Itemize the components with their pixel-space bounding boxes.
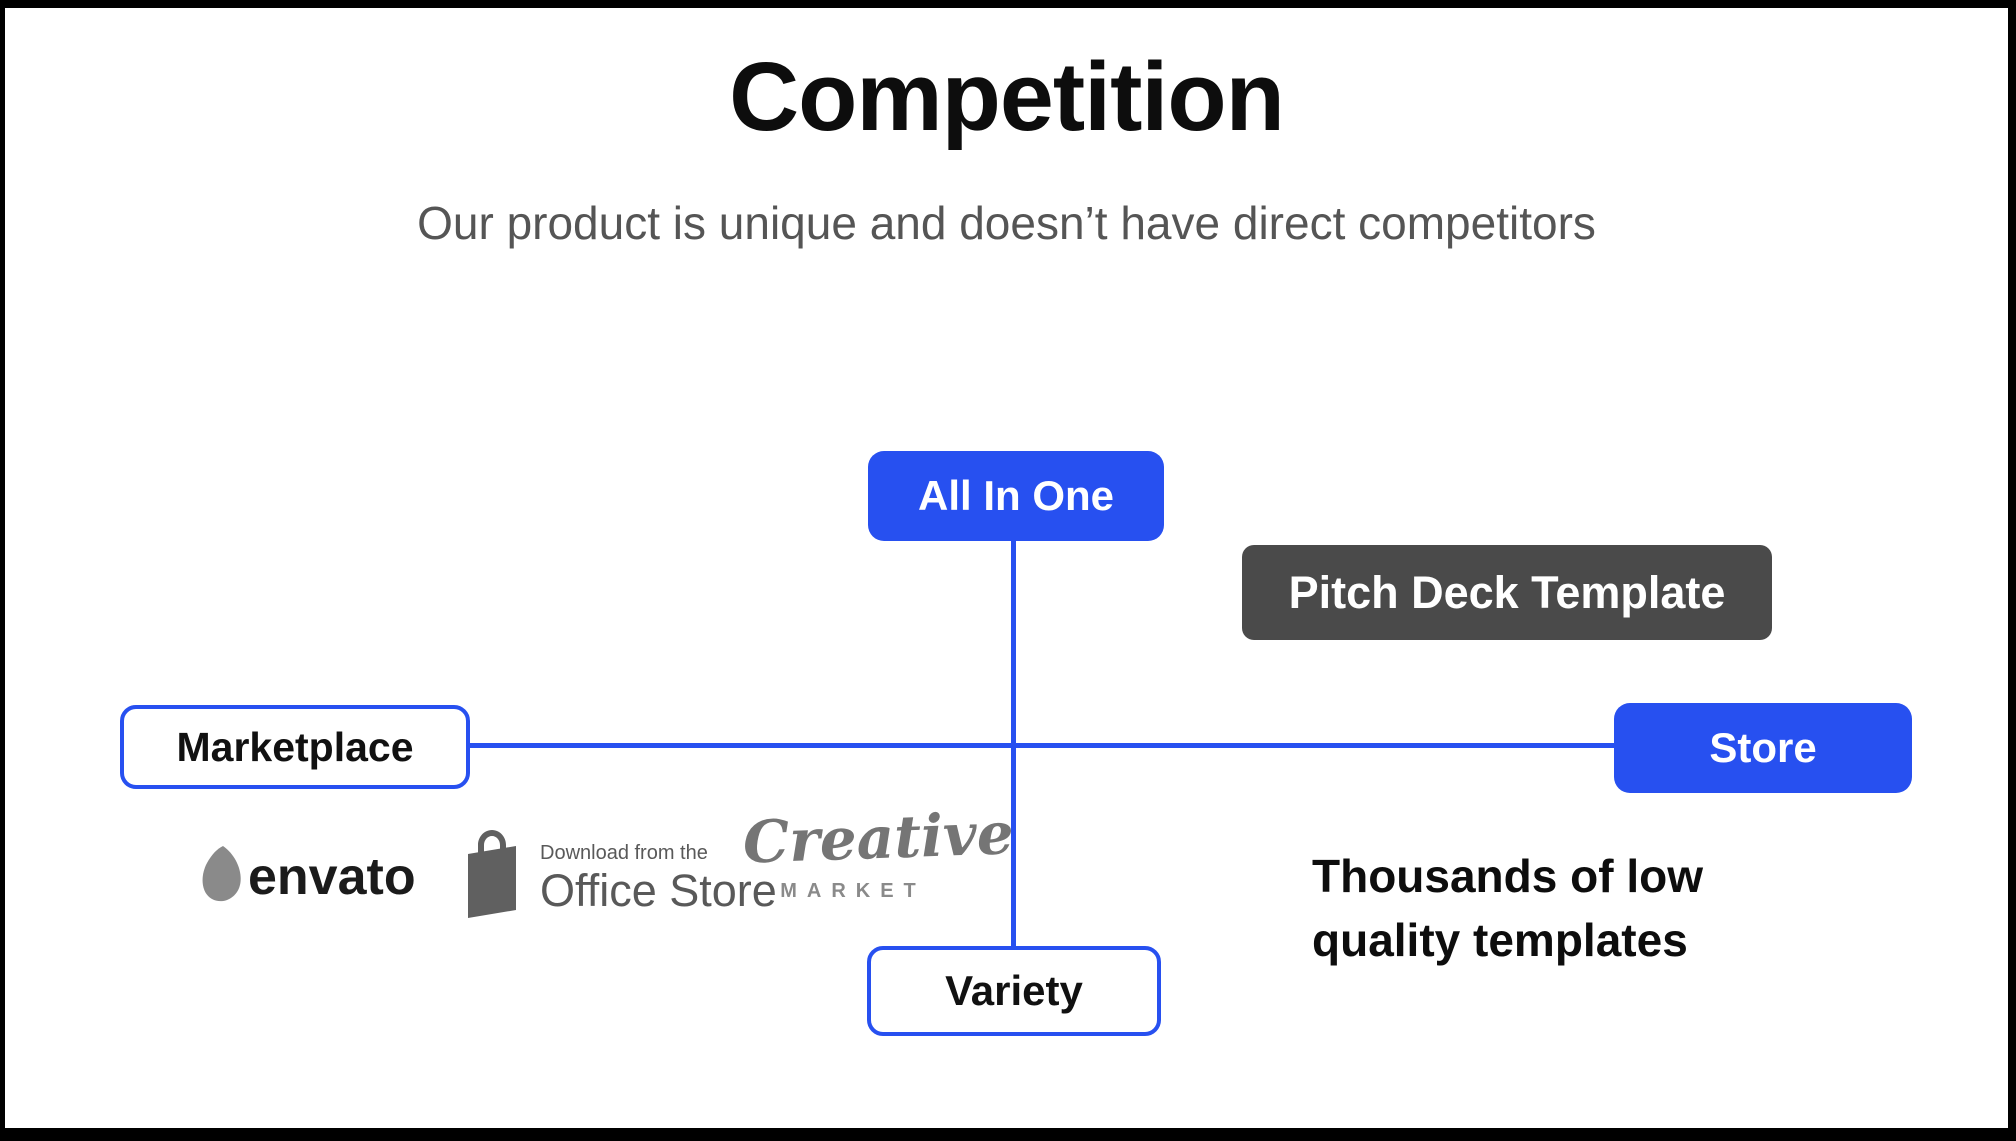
page-title: Competition — [729, 42, 1285, 151]
slide-canvas: Competition Our product is unique and do… — [5, 8, 2008, 1128]
axis-left-label: Marketplace — [176, 723, 414, 770]
envato-wordmark: envato — [248, 847, 416, 906]
office-store-text: Download from the Office Store — [540, 828, 777, 916]
axis-bottom-box: Variety — [867, 946, 1161, 1036]
envato-leaf-icon — [200, 844, 248, 909]
axis-right-box: Store — [1614, 703, 1912, 793]
shopping-bag-icon — [460, 828, 524, 925]
creative-market-script: Creative — [741, 799, 1015, 877]
axis-left-box: Marketplace — [120, 705, 470, 789]
axis-right-label: Store — [1709, 724, 1817, 771]
product-box: Pitch Deck Template — [1242, 545, 1772, 640]
creative-market-logo: Creative MARKET — [742, 799, 1015, 903]
office-store-wordmark: Office Store — [540, 865, 777, 916]
note-text: Thousands of low quality templates — [1312, 850, 1703, 967]
product-label: Pitch Deck Template — [1288, 566, 1726, 618]
axis-top-box: All In One — [868, 451, 1164, 541]
office-store-tagline: Download from the — [540, 842, 708, 864]
page-subtitle: Our product is unique and doesn’t have d… — [417, 197, 1596, 249]
axis-top-label: All In One — [917, 472, 1114, 519]
envato-logo: envato — [200, 844, 416, 909]
axis-horizontal-line — [470, 743, 1614, 748]
creative-market-caps: MARKET — [780, 879, 926, 902]
office-store-logo: Download from the Office Store — [460, 828, 777, 925]
axis-bottom-label: Variety — [945, 967, 1083, 1014]
